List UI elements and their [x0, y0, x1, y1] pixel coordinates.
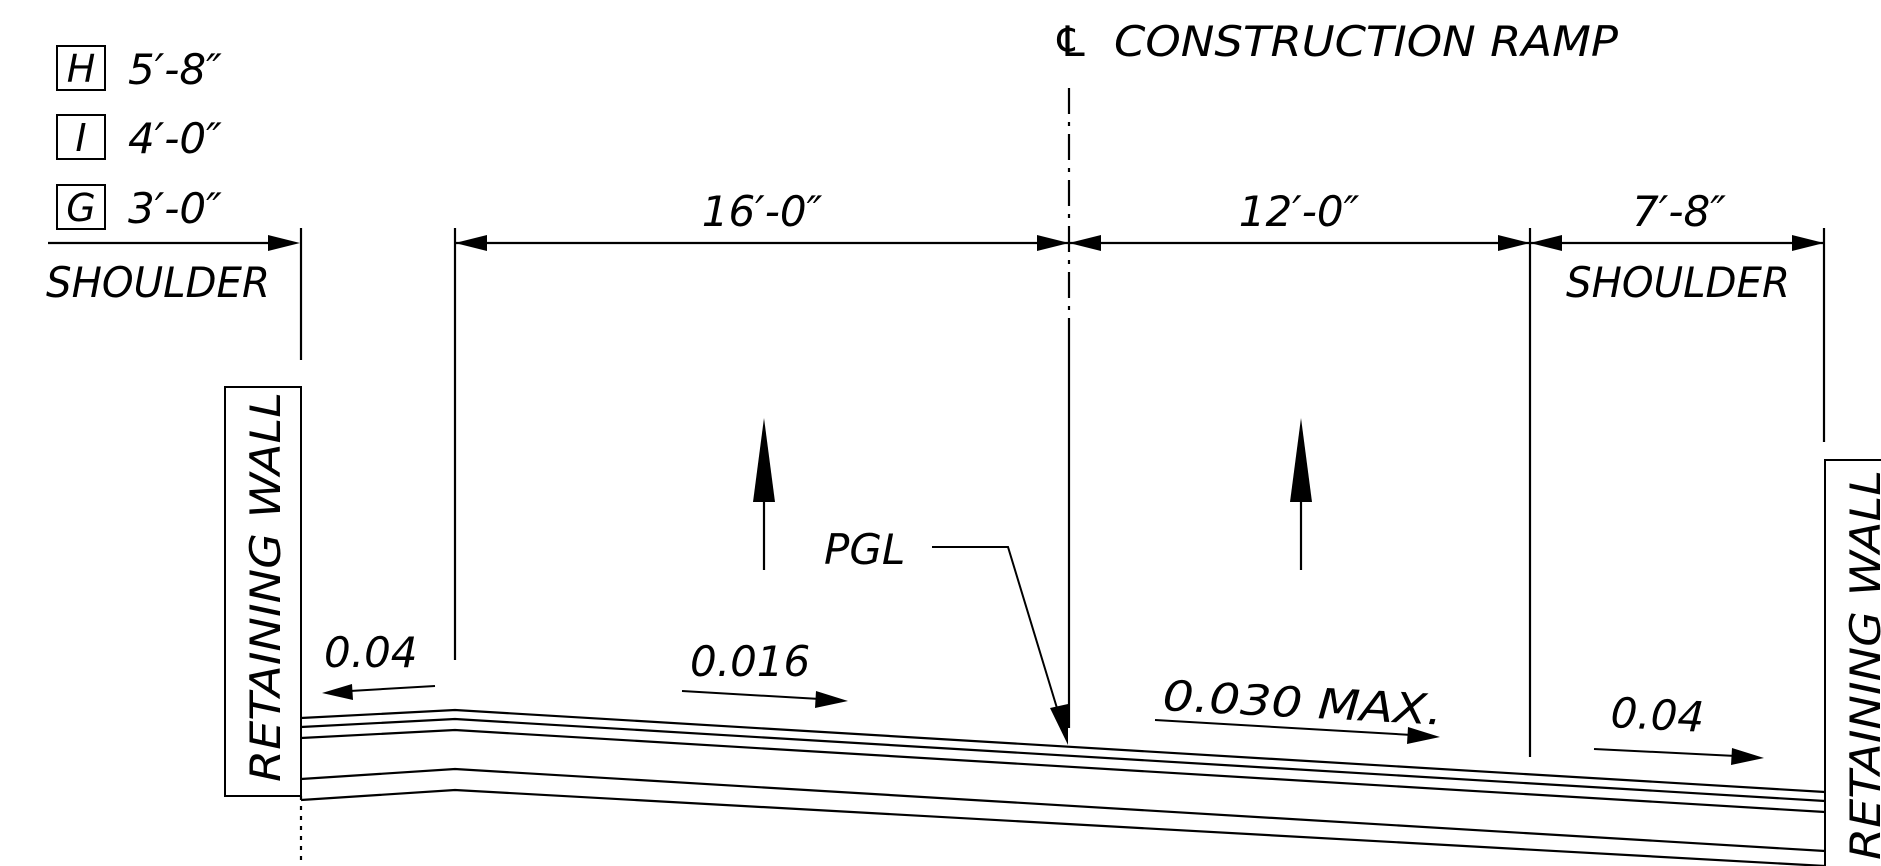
up-arrow-left-icon: [753, 418, 775, 570]
slope-left-lane: 0.016: [690, 637, 810, 686]
slope-arrow-left-lane-icon: [681, 690, 848, 708]
slope-arrow-left-shoulder-icon: [322, 684, 436, 700]
left-shoulder-dimension: SHOULDER: [46, 235, 300, 307]
slope-arrow-right-shoulder-icon: [1593, 748, 1764, 765]
legend-key: G: [66, 186, 95, 230]
pgl-leader: [932, 546, 1068, 745]
legend-value: 4′-0″: [128, 114, 222, 163]
retaining-wall-left-label: RETAINING WALL: [241, 392, 290, 782]
up-arrow-right-icon: [1290, 418, 1312, 570]
legend: H 5′-8″ I 4′-0″ G 3′-0″: [56, 45, 222, 233]
legend-item-h: H 5′-8″: [56, 45, 222, 94]
legend-key-box: [56, 184, 106, 230]
retaining-wall-left: RETAINING WALL: [224, 386, 302, 797]
slope-arrow-right-lane-icon: [1154, 719, 1440, 744]
dimension-left-lane: 16′-0″: [702, 187, 823, 236]
retaining-wall-right-label: RETAINING WALL: [1841, 470, 1881, 860]
legend-item-i: I 4′-0″: [56, 114, 222, 163]
slope-left-shoulder: 0.04: [324, 628, 418, 677]
legend-value: 5′-8″: [128, 45, 222, 94]
centerline-symbol: ℄: [1052, 17, 1090, 66]
drawing-title: CONSTRUCTION RAMP: [1114, 17, 1619, 66]
legend-key-box: [56, 114, 106, 160]
slope-right-shoulder: 0.04: [1609, 688, 1705, 742]
dimension-right-shoulder: 7′-8″: [1632, 187, 1726, 236]
slope-right-lane: 0.030 MAX.: [1161, 671, 1443, 735]
top-dimension-line: [455, 235, 1824, 251]
legend-key: I: [75, 116, 86, 160]
legend-key: H: [67, 47, 96, 91]
pavement-section: [300, 708, 1826, 866]
pgl-label: PGL: [824, 525, 905, 574]
shoulder-left-label: SHOULDER: [46, 258, 270, 307]
legend-key-box: [56, 45, 106, 91]
dimension-right-lane: 12′-0″: [1239, 187, 1360, 236]
retaining-wall-right: RETAINING WALL: [1824, 459, 1881, 866]
legend-value: 3′-0″: [128, 184, 222, 233]
shoulder-right-label: SHOULDER: [1566, 258, 1790, 307]
legend-item-g: G 3′-0″: [56, 184, 222, 233]
